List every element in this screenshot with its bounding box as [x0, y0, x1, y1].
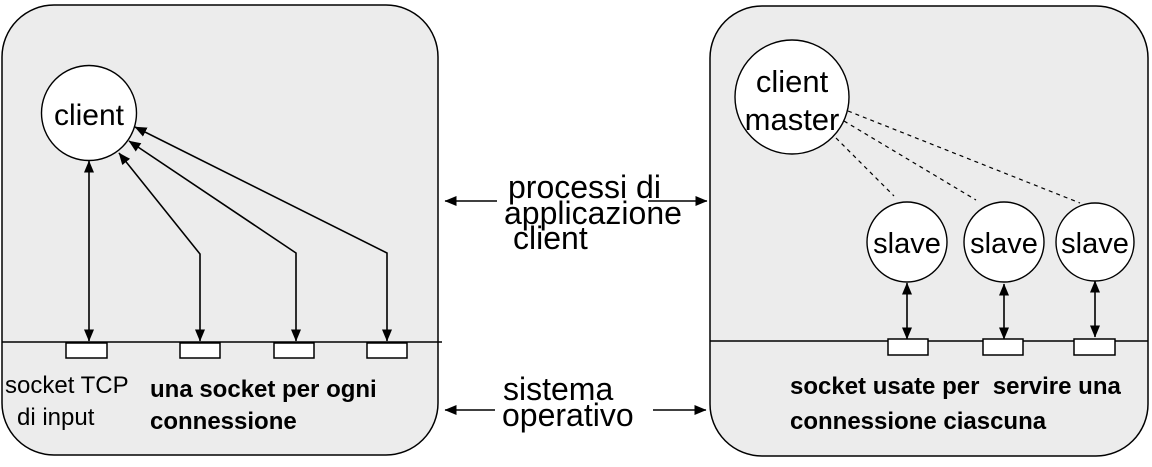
- app-process-label-line1: processi di: [508, 169, 661, 205]
- socket-usage-label-line2: connessione ciascuna: [790, 408, 1047, 435]
- right-socket-1: [887, 338, 929, 356]
- client-master-circle: [734, 39, 850, 155]
- right-socket-2: [982, 338, 1024, 356]
- client-circle-label: client: [54, 99, 125, 132]
- left-socket-3: [273, 342, 315, 359]
- app-process-label-line3: client: [513, 220, 588, 256]
- left-socket-1: [65, 342, 108, 359]
- client-master-label-line2: master: [745, 102, 840, 137]
- slave1-circle: [866, 201, 948, 283]
- left-socket-4: [366, 342, 408, 359]
- socket-tcp-label-line2: di input: [17, 404, 95, 431]
- slave2-circle: [963, 201, 1045, 283]
- os-label-line2: operativo: [502, 397, 634, 433]
- os-label-line1: sistema: [503, 371, 613, 407]
- slave1-label: slave: [873, 228, 941, 260]
- left-socket-2: [179, 342, 221, 359]
- socket-usage-label-line1: socket usate per servire una: [790, 373, 1121, 400]
- client-socket4-arrow: [134, 126, 392, 342]
- client-master-label-line1: client: [756, 64, 829, 99]
- slave3-circle: [1055, 202, 1135, 282]
- master-slave2-dashed-link: [843, 120, 977, 201]
- master-slave1-dashed-link: [835, 137, 895, 197]
- per-connection-label-line2: connessione: [150, 408, 297, 435]
- left-client-panel: client socket TCP di input una socket pe…: [1, 4, 442, 456]
- client-circle: [40, 64, 138, 162]
- per-connection-label-line1: una socket per ogni: [150, 376, 377, 403]
- right-socket-3: [1073, 338, 1116, 356]
- socket-tcp-label-line1: socket TCP: [5, 372, 129, 399]
- slave3-label: slave: [1061, 228, 1129, 260]
- right-master-slave-panel: client master slave slave slave socket u…: [709, 5, 1149, 457]
- slave2-label: slave: [970, 228, 1038, 260]
- center-labels: processi di applicazione client sistema …: [444, 169, 708, 433]
- master-slave3-dashed-link: [847, 110, 1081, 204]
- app-process-label-line2: applicazione: [504, 195, 682, 231]
